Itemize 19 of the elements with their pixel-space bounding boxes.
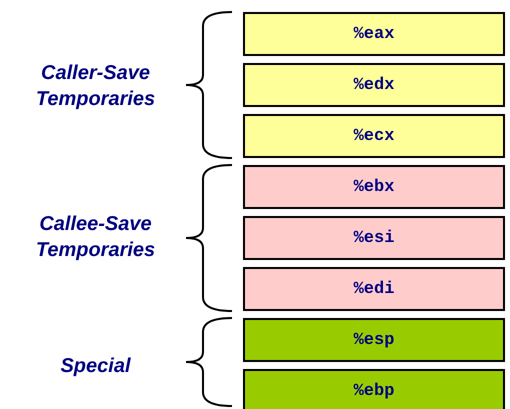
register-name: %eax (354, 24, 394, 44)
register-name: %esp (354, 330, 394, 350)
register-name: %ecx (354, 126, 394, 146)
register-box (243, 63, 505, 107)
register-box (243, 267, 505, 311)
group-label: Special (59, 354, 132, 379)
register-name: %ebp (354, 382, 394, 400)
register-box (243, 114, 505, 158)
register-name: %ebx (354, 178, 394, 196)
group-label: Caller-Save Temporaries (34, 61, 156, 112)
register-box (243, 318, 505, 362)
group-label: Callee-Save Temporaries (34, 212, 156, 263)
register-box (243, 12, 505, 56)
register-name: %esi (354, 228, 394, 248)
register-box (243, 165, 505, 209)
register-box (243, 216, 505, 260)
register-name: %edx (354, 76, 394, 94)
register-box (243, 369, 505, 409)
register-name: %edi (354, 280, 394, 298)
